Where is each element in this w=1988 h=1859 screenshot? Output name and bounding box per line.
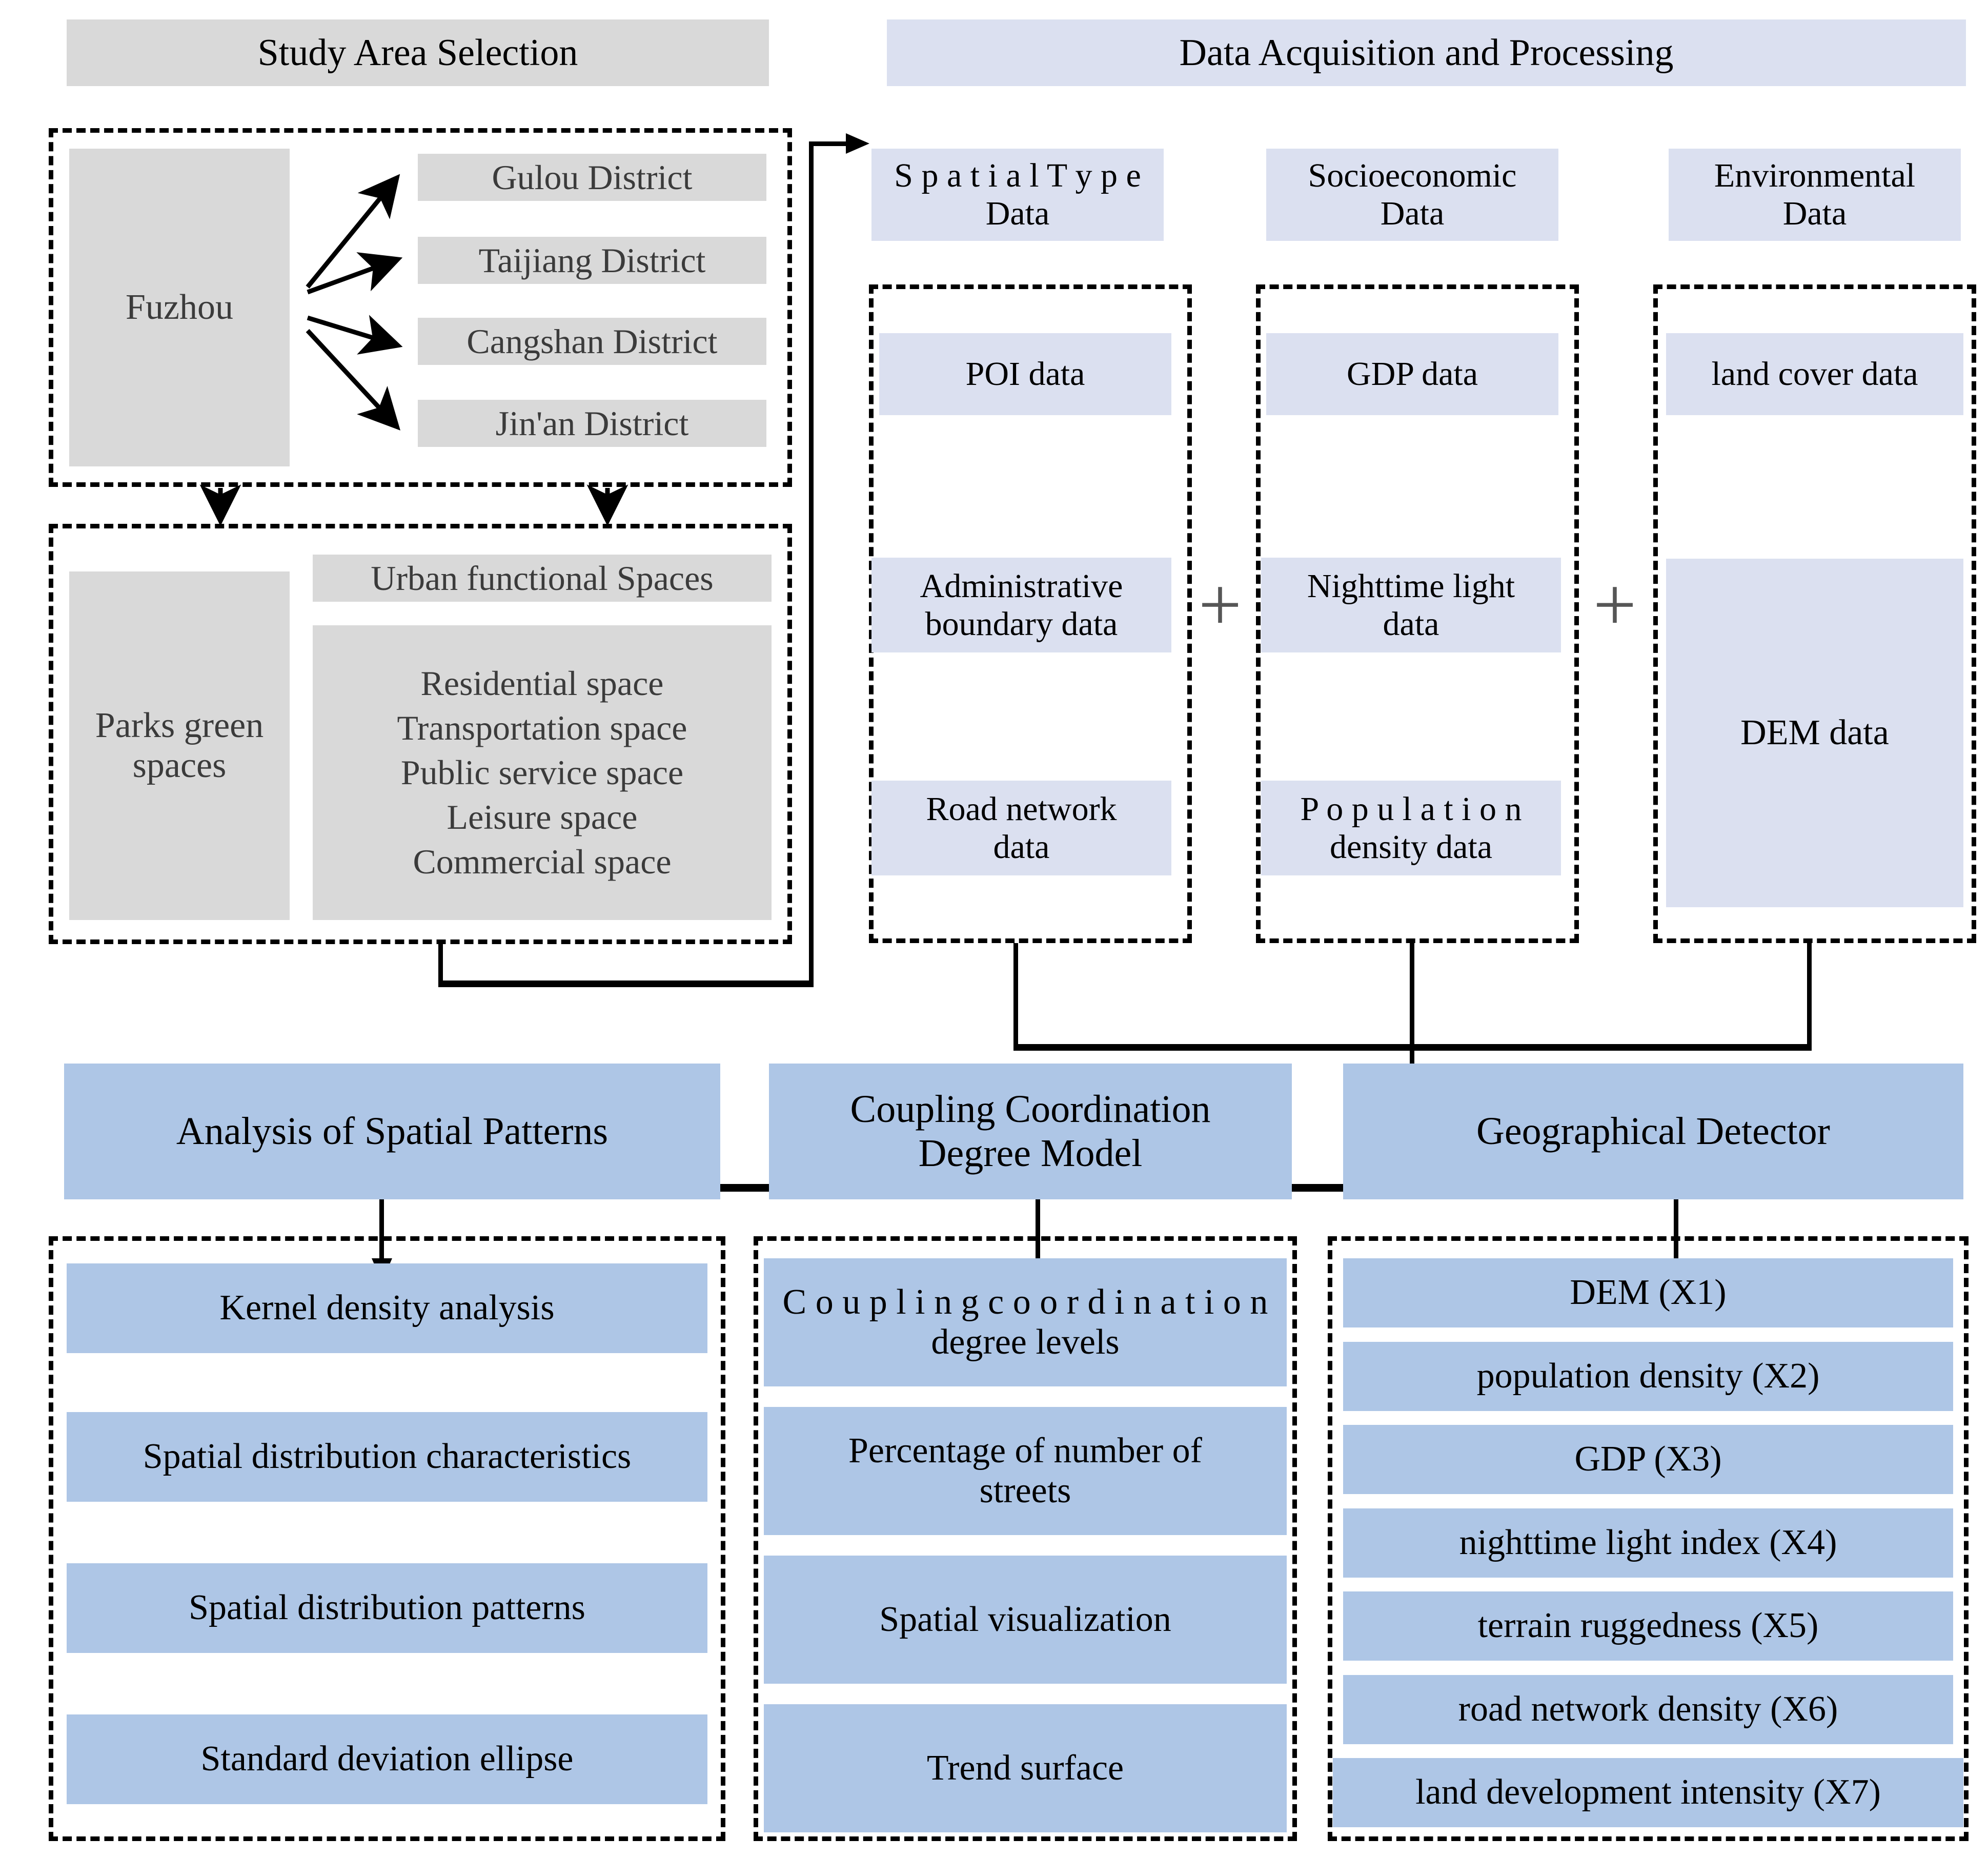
method-title-geographical-detector: Geographical Detector [1343, 1064, 1963, 1199]
functional-spaces-list: Residential space Transportation space P… [313, 625, 772, 920]
socio-data-item-gdp: GDP data [1266, 333, 1558, 415]
connector-studyarea-to-data-vertical [809, 141, 814, 982]
urban-functional-spaces-title: Urban functional Spaces [313, 555, 772, 602]
detector-item-land-development-intensity: land development intensity (X7) [1333, 1758, 1963, 1827]
analysis-item-standard-deviation-ellipse: Standard deviation ellipse [67, 1714, 707, 1804]
functional-space-item: Leisure space [447, 798, 638, 837]
socio-data-item-nighttime-light: Nighttime light data [1261, 558, 1561, 652]
data-column-header-spatial: S p a t i a l T y p e Data [871, 149, 1164, 241]
detector-item-nighttime-light-index: nighttime light index (X4) [1343, 1508, 1953, 1578]
district-box-0: Gulou District [418, 154, 766, 201]
functional-space-item: Transportation space [397, 708, 687, 747]
spatial-data-item-admin-boundary: Administrative boundary data [871, 558, 1171, 652]
detector-item-dem: DEM (X1) [1343, 1258, 1953, 1327]
analysis-item-kernel-density: Kernel density analysis [67, 1263, 707, 1353]
study-area-title: Study Area Selection [67, 19, 769, 86]
source-city-box: Fuzhou [69, 149, 290, 466]
env-data-item-land-cover: land cover data [1666, 333, 1963, 415]
env-data-item-dem: DEM data [1666, 559, 1963, 907]
district-box-1: Taijiang District [418, 237, 766, 284]
connector-method-drop-3 [1674, 1188, 1678, 1270]
coupling-model-frame [754, 1236, 1297, 1841]
functional-space-item: Commercial space [413, 842, 672, 882]
detector-item-population-density: population density (X2) [1343, 1342, 1953, 1411]
data-column-header-environmental: Environmental Data [1669, 149, 1961, 241]
method-title-coupling-coordination-model: Coupling Coordination Degree Model [769, 1064, 1292, 1199]
connector-method-drop-2 [1036, 1188, 1040, 1270]
district-box-2: Cangshan District [418, 318, 766, 365]
functional-space-item: Residential space [420, 663, 664, 703]
environmental-data-frame [1653, 284, 1976, 943]
coupling-item-percentage-streets: Percentage of number of streets [764, 1407, 1287, 1535]
spatial-type-data-frame [869, 284, 1192, 943]
study-area-districts-frame [49, 128, 792, 487]
data-column-header-socioeconomic: Socioeconomic Data [1266, 149, 1558, 241]
parks-green-spaces-box: Parks green spaces [69, 571, 290, 920]
geographical-detector-frame [1328, 1236, 1969, 1841]
district-box-3: Jin'an District [418, 400, 766, 447]
detector-item-road-network-density: road network density (X6) [1343, 1675, 1953, 1744]
socio-data-item-population-density: P o p u l a t i o n density data [1261, 781, 1561, 875]
connector-method-drop-1 [379, 1188, 384, 1270]
data-acquisition-title: Data Acquisition and Processing [887, 19, 1966, 86]
spatial-data-item-poi: POI data [879, 333, 1171, 415]
connector-studyarea-bottom-left-stub [438, 943, 443, 984]
coupling-item-degree-levels: C o u p l i n g c o o r d i n a t i o n … [764, 1258, 1287, 1386]
socioeconomic-data-frame [1256, 284, 1579, 943]
connector-spatial-col-stub [1013, 943, 1018, 1048]
connector-env-col-stub [1807, 943, 1812, 1048]
plus-sign-1: + [1198, 562, 1242, 647]
method-title-analysis-of-spatial-patterns: Analysis of Spatial Patterns [64, 1064, 720, 1199]
analysis-item-distribution-patterns: Spatial distribution patterns [67, 1563, 707, 1653]
plus-sign-2: + [1593, 562, 1637, 647]
coupling-item-trend-surface: Trend surface [764, 1704, 1287, 1832]
functional-space-item: Public service space [400, 752, 684, 792]
coupling-item-spatial-visualization: Spatial visualization [764, 1556, 1287, 1684]
analysis-patterns-frame [49, 1236, 725, 1841]
connector-studyarea-to-data-arrowhead [846, 133, 869, 154]
analysis-item-distribution-characteristics: Spatial distribution characteristics [67, 1412, 707, 1502]
connector-socio-col-stub [1410, 943, 1414, 1048]
detector-item-terrain-ruggedness: terrain ruggedness (X5) [1343, 1591, 1953, 1661]
connector-studyarea-bottom-bus [438, 980, 814, 987]
spatial-data-item-road-network: Road network data [871, 781, 1171, 875]
connector-studyarea-to-data-horizontal [809, 141, 855, 146]
study-area-functional-frame [49, 524, 792, 944]
detector-item-gdp: GDP (X3) [1343, 1425, 1953, 1494]
